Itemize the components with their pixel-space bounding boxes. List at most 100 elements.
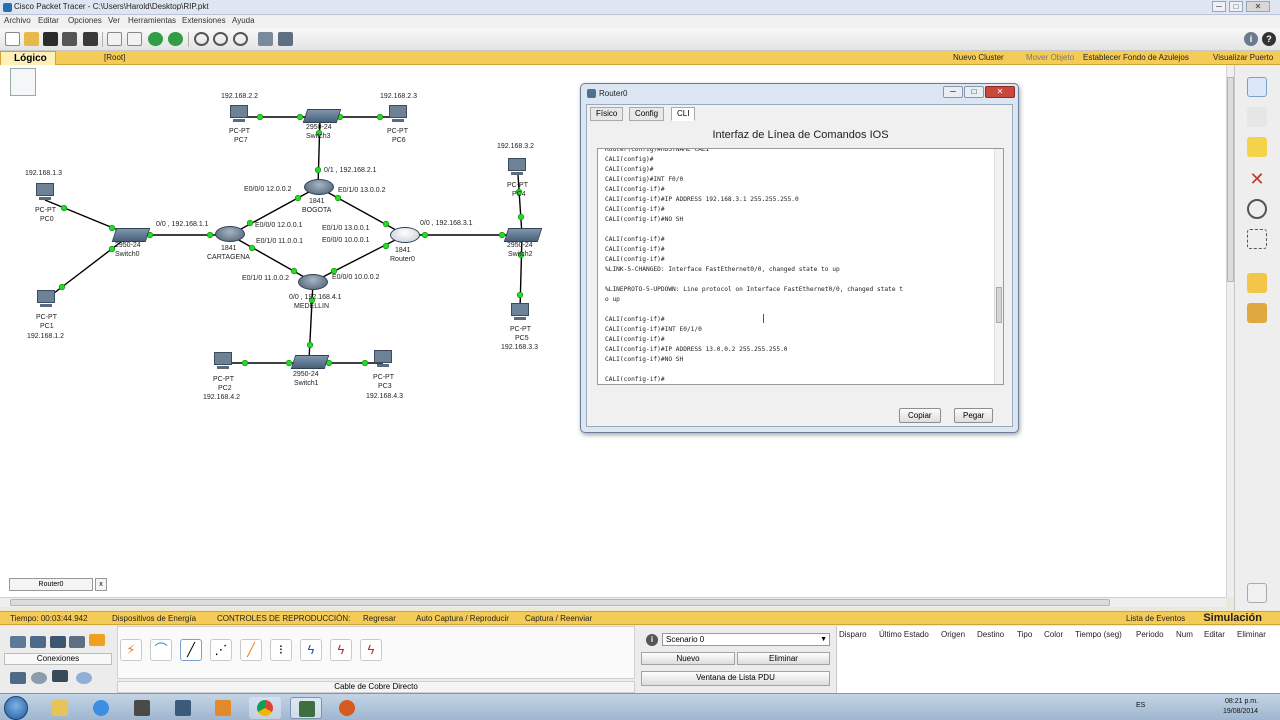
serial-dce-cable-icon[interactable]: ϟ bbox=[330, 639, 352, 661]
close-device-tab-button[interactable]: x bbox=[95, 578, 107, 591]
activity-wizard-icon[interactable] bbox=[83, 32, 98, 46]
workspace-vertical-scrollbar[interactable] bbox=[1226, 65, 1234, 597]
switch1-device[interactable] bbox=[290, 355, 330, 369]
print-icon[interactable] bbox=[62, 32, 77, 46]
routers-category-icon[interactable] bbox=[10, 636, 26, 648]
language-indicator[interactable]: ES bbox=[1136, 702, 1146, 709]
tab-cli[interactable]: CLI bbox=[671, 107, 696, 121]
pdu-list-window-button[interactable]: Ventana de Lista PDU bbox=[641, 671, 830, 686]
tools-taskbar-icon[interactable] bbox=[126, 697, 158, 719]
set-background-button[interactable]: Establecer Fondo de Azulejos bbox=[1083, 53, 1189, 62]
info-icon[interactable]: ? bbox=[1262, 32, 1276, 46]
menu-opciones[interactable]: Opciones bbox=[68, 16, 102, 25]
switches-category-icon[interactable] bbox=[30, 636, 46, 648]
viewport-button[interactable]: Visualizar Puerto bbox=[1213, 53, 1274, 62]
pc5-device[interactable] bbox=[509, 303, 531, 321]
explorer-taskbar-icon[interactable] bbox=[44, 697, 76, 719]
workspace-horizontal-scrollbar[interactable] bbox=[0, 597, 1226, 607]
simulation-mode-label[interactable]: Simulación bbox=[1203, 612, 1262, 624]
custom-devices-category-icon[interactable] bbox=[52, 670, 68, 682]
copper-straight-cable-icon[interactable]: ╱ bbox=[180, 639, 202, 661]
event-list-button[interactable]: Lista de Eventos bbox=[1126, 614, 1186, 623]
delete-scenario-button[interactable]: Eliminar bbox=[737, 652, 830, 665]
menu-ayuda[interactable]: Ayuda bbox=[232, 16, 255, 25]
drawing-palette-icon[interactable] bbox=[258, 32, 273, 46]
capture-forward-button[interactable]: Captura / Reenviar bbox=[525, 614, 593, 623]
copy-button[interactable]: Copiar bbox=[899, 408, 941, 423]
console-cable-icon[interactable]: ⌒ bbox=[150, 639, 172, 661]
dialog-minimize-button[interactable]: ─ bbox=[943, 86, 963, 98]
pc4-device[interactable] bbox=[506, 158, 528, 176]
paste-icon[interactable] bbox=[127, 32, 142, 46]
wireless-category-icon[interactable] bbox=[69, 636, 85, 648]
pc3-device[interactable] bbox=[372, 350, 394, 368]
cli-scrollbar[interactable] bbox=[994, 149, 1003, 384]
menu-editar[interactable]: Editar bbox=[38, 16, 59, 25]
media-player-taskbar-icon[interactable] bbox=[207, 697, 239, 719]
maximize-button[interactable]: □ bbox=[1229, 1, 1243, 12]
delete-x-icon[interactable]: ✕ bbox=[1249, 169, 1265, 189]
hubs-category-icon[interactable] bbox=[50, 636, 66, 648]
pc6-device[interactable] bbox=[387, 105, 409, 123]
pc1-device[interactable] bbox=[35, 290, 57, 308]
open-folder-icon[interactable] bbox=[24, 32, 39, 46]
select-tool-icon[interactable] bbox=[1247, 77, 1267, 97]
multiuser-cloud-icon[interactable] bbox=[76, 672, 92, 684]
switch3-device[interactable] bbox=[302, 109, 342, 123]
end-devices-category-icon[interactable] bbox=[10, 672, 26, 684]
tab-config[interactable]: Config bbox=[629, 107, 665, 121]
wan-cloud-category-icon[interactable] bbox=[31, 672, 47, 684]
custom-device-icon[interactable] bbox=[278, 32, 293, 46]
clock-time[interactable]: 08:21 p.m. bbox=[1225, 698, 1259, 705]
logical-view-icon[interactable] bbox=[10, 68, 36, 96]
power-devices-button[interactable]: Dispositivos de Energía bbox=[112, 614, 197, 623]
logical-workspace-tab[interactable]: Lógico bbox=[0, 51, 56, 66]
redo-icon[interactable] bbox=[168, 32, 183, 46]
phone-cable-icon[interactable]: ⁝ bbox=[270, 639, 292, 661]
copy-icon[interactable] bbox=[107, 32, 122, 46]
recorder-taskbar-icon[interactable] bbox=[331, 697, 363, 719]
draw-shape-icon[interactable] bbox=[1247, 229, 1267, 249]
back-button[interactable]: Regresar bbox=[363, 614, 396, 623]
switch0-device[interactable] bbox=[111, 228, 151, 242]
new-scenario-button[interactable]: Nuevo bbox=[641, 652, 735, 665]
new-file-icon[interactable] bbox=[5, 32, 20, 46]
minimize-button[interactable]: ─ bbox=[1212, 1, 1226, 12]
clock-date[interactable]: 19/08/2014 bbox=[1223, 708, 1259, 715]
coaxial-cable-icon[interactable]: ϟ bbox=[300, 639, 322, 661]
menu-archivo[interactable]: Archivo bbox=[4, 16, 31, 25]
move-object-button[interactable]: Mover Objeto bbox=[1026, 53, 1075, 62]
medellin-router[interactable] bbox=[298, 274, 328, 290]
copper-cross-cable-icon[interactable]: ⋰ bbox=[210, 639, 232, 661]
new-cluster-button[interactable]: Nuevo Cluster bbox=[953, 53, 1004, 62]
zoom-reset-icon[interactable] bbox=[213, 32, 228, 46]
auto-capture-button[interactable]: Auto Captura / Reproducir bbox=[416, 614, 509, 623]
chrome-taskbar-icon[interactable] bbox=[249, 697, 281, 719]
switch2-device[interactable] bbox=[503, 228, 543, 242]
tab-fisico[interactable]: Físico bbox=[590, 107, 624, 121]
dialog-close-button[interactable]: ✕ bbox=[985, 86, 1015, 98]
auto-cable-icon[interactable]: ⚡ bbox=[120, 639, 142, 661]
menu-extensiones[interactable]: Extensiones bbox=[182, 16, 226, 25]
pc2-device[interactable] bbox=[212, 352, 234, 370]
place-note-icon[interactable] bbox=[1247, 137, 1267, 157]
help-icon[interactable]: i bbox=[1244, 32, 1258, 46]
scenario-select[interactable]: Scenario 0▼ bbox=[662, 633, 830, 646]
paste-button[interactable]: Pegar bbox=[954, 408, 994, 423]
menu-herramientas[interactable]: Herramientas bbox=[128, 16, 177, 25]
windows-start-icon[interactable] bbox=[4, 696, 28, 720]
serial-dte-cable-icon[interactable]: ϟ bbox=[360, 639, 382, 661]
bogota-router[interactable] bbox=[304, 179, 334, 195]
connections-category-icon[interactable] bbox=[89, 634, 105, 646]
close-button[interactable]: ✕ bbox=[1246, 1, 1270, 12]
root-breadcrumb[interactable]: [Root] bbox=[104, 53, 126, 62]
network-taskbar-icon[interactable] bbox=[167, 697, 199, 719]
packet-tracer-taskbar-icon[interactable] bbox=[290, 697, 322, 719]
zoom-out-icon[interactable] bbox=[233, 32, 248, 46]
dialog-maximize-button[interactable]: □ bbox=[964, 86, 984, 98]
scenario-info-icon[interactable]: i bbox=[646, 634, 658, 646]
move-layout-hand-icon[interactable] bbox=[1247, 107, 1267, 127]
add-simple-pdu-icon[interactable] bbox=[1247, 273, 1267, 293]
internet-explorer-taskbar-icon[interactable] bbox=[85, 697, 117, 719]
